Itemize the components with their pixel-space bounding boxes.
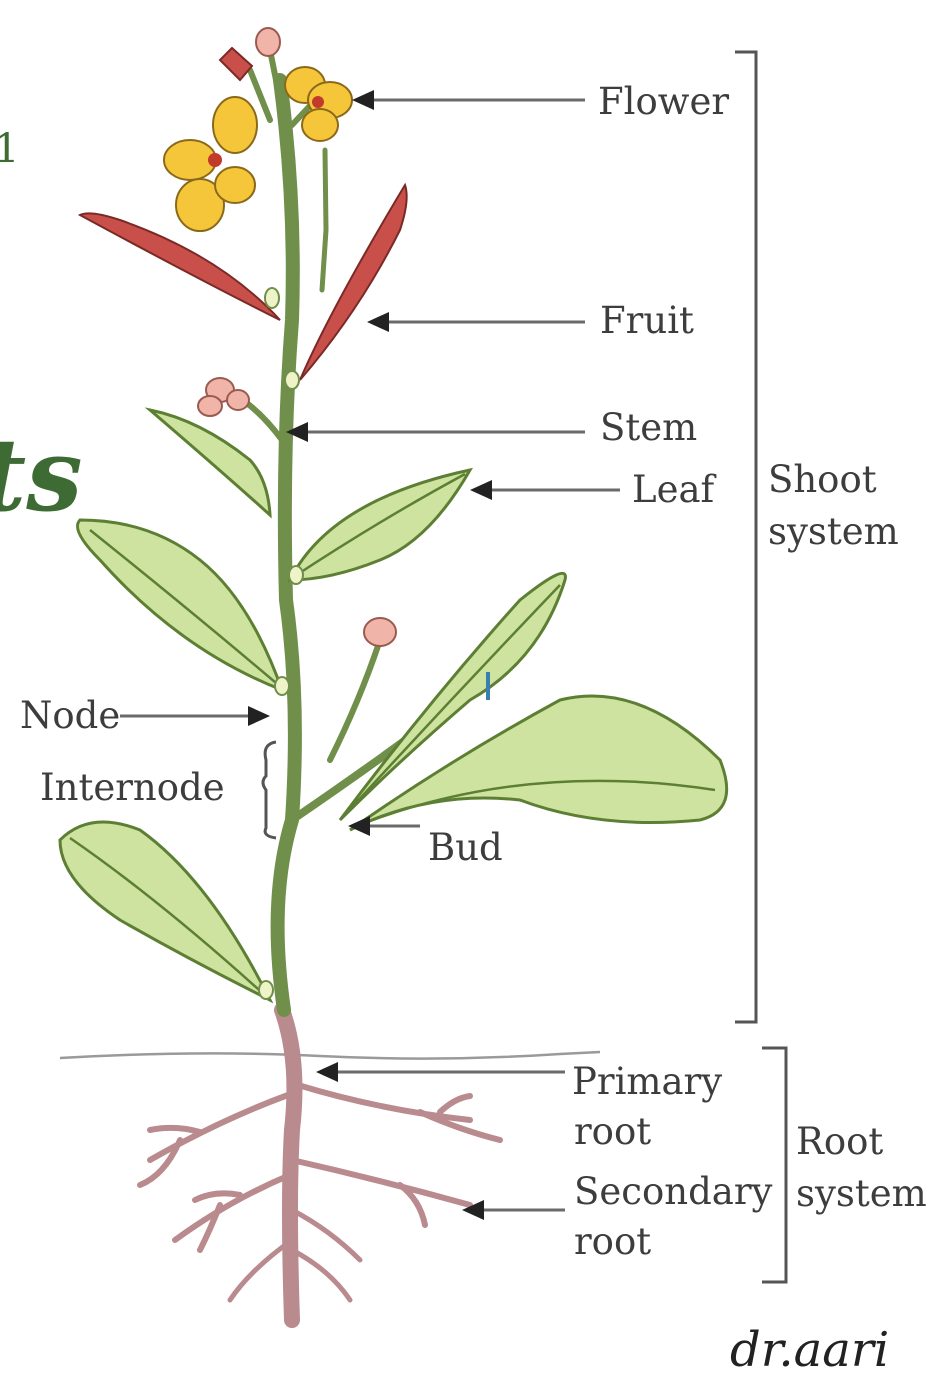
- flower-bud-pink: [364, 618, 396, 646]
- watermark: dr.aari: [730, 1322, 889, 1378]
- main-stem: [278, 80, 295, 1010]
- flower-open-top: [285, 67, 352, 141]
- branch-bud-stalk: [330, 640, 380, 760]
- internode-brace: [263, 742, 276, 838]
- label-shoot-line1: Shoot: [768, 458, 877, 501]
- label-internode: Internode: [40, 766, 225, 809]
- label-root-line2: system: [796, 1172, 927, 1215]
- label-fruit: Fruit: [600, 299, 694, 342]
- fruit-pod-left: [80, 213, 280, 320]
- label-node: Node: [20, 694, 120, 737]
- label-root-line1: Root: [796, 1120, 883, 1163]
- soil-line: [60, 1052, 600, 1059]
- label-primary-root-line1: Primary: [572, 1060, 722, 1103]
- label-stem: Stem: [600, 406, 697, 449]
- shoot-system-bracket: [735, 52, 756, 1022]
- label-leaf: Leaf: [632, 468, 717, 511]
- flower-side-pink: [198, 378, 249, 416]
- title-fragment-mark: 1: [0, 126, 19, 172]
- label-secondary-root-line1: Secondary: [574, 1170, 773, 1213]
- primary-root: [282, 1010, 294, 1320]
- leaves: [60, 410, 727, 1000]
- secondary-root-left-1: [140, 1095, 288, 1185]
- partial-title: ts: [0, 416, 83, 534]
- label-shoot-line2: system: [768, 510, 899, 553]
- label-secondary-root-line2: root: [574, 1220, 651, 1263]
- flower-open-left: [164, 97, 257, 231]
- secondary-root-right-1: [298, 1085, 500, 1140]
- leaf-narrow-left: [150, 410, 270, 515]
- root-system-bracket: [762, 1048, 786, 1282]
- fruit-pod-right: [300, 185, 407, 380]
- secondary-root-right-2: [292, 1160, 470, 1225]
- label-bud: Bud: [428, 826, 503, 869]
- label-primary-root-line2: root: [574, 1110, 651, 1153]
- secondary-root-left-2: [175, 1175, 290, 1250]
- label-flower: Flower: [598, 80, 729, 123]
